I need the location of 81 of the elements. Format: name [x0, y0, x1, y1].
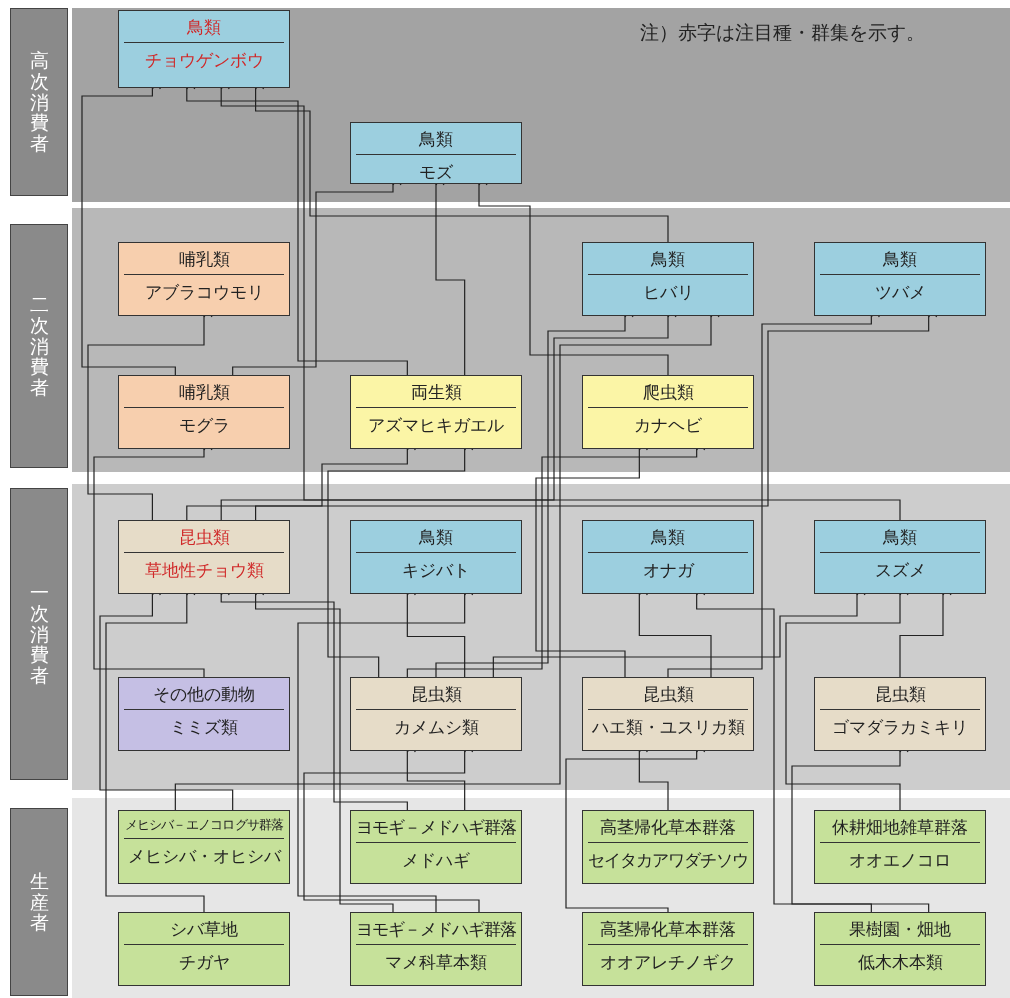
species-name: アズマヒキガエル	[367, 414, 505, 436]
group-name: 鳥類	[124, 11, 284, 44]
species-box	[350, 912, 522, 986]
species-box	[118, 242, 290, 316]
species-name: 草地性チョウ類	[143, 559, 265, 581]
group-name: 哺乳類	[124, 243, 284, 276]
level-name: 一次消費者	[29, 581, 49, 687]
species-name: オオエノコロ	[848, 849, 952, 871]
species-name: チョウゲンボウ	[143, 49, 265, 71]
species-name: カメムシ類	[392, 716, 480, 738]
species-box	[118, 375, 290, 449]
species-name: チガヤ	[177, 951, 231, 973]
species-name: カナヘビ	[633, 414, 703, 436]
species-box	[814, 912, 986, 986]
group-name: 鳥類	[820, 243, 980, 276]
group-name: 爬虫類	[588, 376, 748, 409]
species-box	[814, 810, 986, 884]
species-name: ハエ類・ユスリカ類	[590, 716, 746, 738]
species-name: モグラ	[177, 414, 231, 436]
species-box	[118, 912, 290, 986]
group-name: ヨモギ－メドハギ群落	[356, 913, 516, 946]
group-name: 鳥類	[356, 521, 516, 554]
group-name: 高茎帰化草本群落	[588, 913, 748, 946]
group-name: 昆虫類	[588, 678, 748, 711]
species-box	[350, 677, 522, 751]
group-name: 哺乳類	[124, 376, 284, 409]
level-name: 生産者	[29, 870, 49, 934]
group-name: 鳥類	[820, 521, 980, 554]
group-name: 鳥類	[588, 243, 748, 276]
species-name: メヒシバ・オヒシバ	[126, 844, 283, 866]
species-name: ゴマダラカミキリ	[831, 716, 969, 738]
species-box	[582, 677, 754, 751]
group-name: メヒシバ－エノコログサ群落	[124, 811, 284, 839]
trophic-level-label	[10, 224, 68, 468]
species-box	[582, 520, 754, 594]
species-name: ミミズ類	[169, 716, 239, 738]
species-name: セイタカアワダチソウ	[588, 849, 748, 871]
group-name: 昆虫類	[124, 521, 284, 554]
group-name: 昆虫類	[356, 678, 516, 711]
species-name: オナガ	[641, 559, 696, 581]
species-box	[118, 10, 290, 88]
species-box	[582, 242, 754, 316]
species-name: ツバメ	[873, 281, 927, 303]
species-name: キジバト	[401, 559, 471, 581]
group-name: 休耕畑地雑草群落	[820, 811, 980, 844]
species-name: モズ	[418, 161, 454, 183]
level-name: 高次消費者	[29, 49, 49, 155]
species-box	[118, 810, 290, 884]
species-box	[814, 242, 986, 316]
species-box	[582, 912, 754, 986]
species-name: オオアレチノギク	[599, 951, 737, 973]
group-name: 昆虫類	[820, 678, 980, 711]
species-box	[118, 677, 290, 751]
species-box	[814, 520, 986, 594]
species-box	[350, 122, 522, 184]
species-box	[582, 375, 754, 449]
species-name: アブラコウモリ	[143, 281, 265, 303]
group-name: シバ草地	[124, 913, 284, 946]
species-name: 低木木本類	[856, 951, 944, 973]
species-box	[350, 520, 522, 594]
level-name: 二次消費者	[29, 293, 49, 399]
species-box	[814, 677, 986, 751]
species-name: メドハギ	[401, 849, 471, 871]
trophic-level-label	[10, 8, 68, 196]
group-name: 高茎帰化草本群落	[588, 811, 748, 844]
group-name: その他の動物	[124, 678, 284, 711]
species-box	[350, 810, 522, 884]
trophic-level-label	[10, 488, 68, 780]
group-name: 鳥類	[356, 123, 516, 156]
group-name: 両生類	[356, 376, 516, 409]
species-name: マメ科草本類	[384, 951, 488, 973]
trophic-level-label	[10, 808, 68, 996]
species-box	[118, 520, 290, 594]
group-name: ヨモギ－メドハギ群落	[356, 811, 516, 844]
species-box	[350, 375, 522, 449]
species-name: ヒバリ	[641, 281, 695, 303]
group-name: 鳥類	[588, 521, 748, 554]
species-box	[582, 810, 754, 884]
note-text: 注）赤字は注目種・群集を示す。	[640, 20, 925, 45]
species-name: スズメ	[873, 559, 927, 581]
group-name: 果樹園・畑地	[820, 913, 980, 946]
